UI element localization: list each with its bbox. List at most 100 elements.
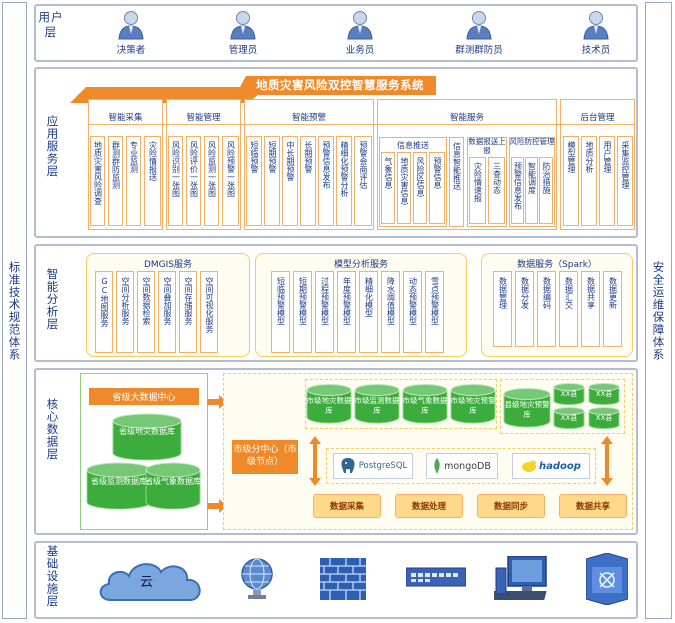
- analysis-item[interactable]: 年度预警模型: [337, 271, 356, 353]
- city-db-label: 市级地灾预警库: [450, 396, 496, 415]
- user-icon: [583, 11, 609, 40]
- app-item[interactable]: 气象信息: [381, 152, 395, 224]
- subgroup-data-exchange-title: 数据报送上报: [468, 137, 506, 155]
- app-item[interactable]: 预警信息发布: [511, 157, 524, 224]
- analysis-item[interactable]: 降水阈值模型: [381, 271, 400, 353]
- analysis-item[interactable]: 空间分析服务: [116, 271, 134, 353]
- county-db-label: XX县: [595, 390, 613, 398]
- app-item[interactable]: 信息智能推送: [449, 137, 464, 227]
- analysis-item[interactable]: 动态预警模型: [403, 271, 422, 353]
- analysis-layer-label: 智能分析层: [45, 268, 60, 331]
- county-db-cylinder[interactable]: [588, 383, 620, 405]
- app-item[interactable]: 风险识别一张图: [168, 136, 183, 226]
- analysis-item[interactable]: 短期预警模型: [293, 271, 312, 353]
- app-item[interactable]: 短期预警: [264, 136, 280, 226]
- app-item[interactable]: 地质分析: [581, 136, 597, 226]
- analysis-item[interactable]: 空间可视化服务: [200, 271, 218, 353]
- analysis-item[interactable]: 数据共享: [581, 271, 600, 347]
- action-data-sync[interactable]: 数据同步: [477, 494, 545, 518]
- app-item[interactable]: 地质灾害风险调查: [90, 136, 105, 226]
- app-title: 地质灾害风险双控智慧服务系统: [256, 78, 424, 92]
- user-icon: [230, 11, 256, 40]
- standards-side-label: 标准技术规范体系: [7, 260, 22, 361]
- app-title-shape: [70, 76, 436, 103]
- county-center-cylinder[interactable]: [503, 388, 551, 428]
- app-item[interactable]: 风险监测一张图: [204, 136, 219, 226]
- left-sync-arrow: [309, 436, 321, 486]
- analysis-item[interactable]: 短临预警模型: [271, 271, 290, 353]
- app-item[interactable]: 中长期预警: [282, 136, 298, 226]
- action-data-share[interactable]: 数据共享: [559, 494, 627, 518]
- user-icon: [347, 11, 373, 40]
- analysis-item[interactable]: 空间叠加服务: [158, 271, 176, 353]
- subgroup-info-push-title: 信息推送: [397, 141, 429, 150]
- tech-row: [326, 448, 596, 484]
- app-item[interactable]: 精细化预警分析: [336, 136, 352, 226]
- app-item[interactable]: 灾险情速报: [469, 157, 486, 224]
- app-item[interactable]: 智能调度: [525, 157, 538, 224]
- app-item[interactable]: 模型管理: [563, 136, 579, 226]
- infra-layer-label: 基础设施层: [45, 545, 60, 608]
- analysis-item[interactable]: 数据编码: [537, 271, 556, 347]
- app-item[interactable]: 长期预警: [300, 136, 316, 226]
- app-item[interactable]: 预警信息: [429, 152, 445, 224]
- province-db-cylinder[interactable]: [112, 413, 182, 461]
- app-item[interactable]: 风险评价一张图: [186, 136, 201, 226]
- app-item[interactable]: 用户管理: [599, 136, 615, 226]
- province-db-cylinder[interactable]: [86, 462, 152, 510]
- action-data-collect[interactable]: 数据采集: [313, 494, 381, 518]
- county-db-cylinder[interactable]: [553, 383, 585, 405]
- user-admin[interactable]: 管理员: [203, 10, 283, 56]
- app-item[interactable]: 灾险情报送: [144, 136, 161, 226]
- user-technician[interactable]: 技术员: [556, 10, 636, 56]
- county-db-label: XX县: [595, 414, 613, 422]
- analysis-item[interactable]: 数据更新: [603, 271, 622, 347]
- analysis-item[interactable]: 雪点预警模型: [425, 271, 444, 353]
- app-item[interactable]: 专业监测: [126, 136, 141, 226]
- analysis-item[interactable]: 数据汇交: [559, 271, 578, 347]
- subgroup-risk-prevent-title: 风险防控管理: [509, 137, 555, 146]
- app-item[interactable]: 群测群防监测: [108, 136, 123, 226]
- action-data-process[interactable]: 数据处理: [395, 494, 463, 518]
- city-db-label: 市级气象数据库: [402, 396, 448, 415]
- app-item[interactable]: 地质灾害信息: [397, 152, 411, 224]
- cloud-icon: [99, 563, 201, 601]
- group-backend-title: 后台管理: [580, 113, 615, 123]
- security-side-label: 安全运维保障体系: [651, 260, 666, 361]
- user-operator[interactable]: 业务员: [320, 10, 400, 56]
- city-db-cylinder[interactable]: [306, 384, 352, 424]
- user-decision-maker[interactable]: 决策者: [91, 10, 171, 56]
- analysis-item[interactable]: 精细化模型: [359, 271, 378, 353]
- app-item[interactable]: 风险区信息: [413, 152, 427, 224]
- county-db-label: XX县: [560, 390, 578, 398]
- city-db-cylinder[interactable]: [354, 384, 400, 424]
- county-db-cylinder[interactable]: [588, 407, 620, 429]
- app-item[interactable]: 三查动态: [488, 157, 505, 224]
- analysis-item[interactable]: 过程预警模型: [315, 271, 334, 353]
- city-db-cylinder[interactable]: [450, 384, 496, 424]
- analysis-item[interactable]: 数据分发: [515, 271, 534, 347]
- province-db-cylinder[interactable]: [145, 462, 201, 510]
- analysis-item[interactable]: 空间存储服务: [179, 271, 197, 353]
- app-item[interactable]: 风险预警一张图: [222, 136, 239, 226]
- postgresql-logo: PostgreSQL: [333, 453, 413, 479]
- app-item[interactable]: 短临预警: [246, 136, 262, 226]
- analysis-item[interactable]: GC地图服务: [95, 271, 113, 353]
- county-db-cylinder[interactable]: [553, 407, 585, 429]
- analysis-item[interactable]: 空间数据检索: [137, 271, 155, 353]
- user-layer-label: 用户层: [38, 10, 64, 40]
- user-label: 决策者: [116, 45, 146, 56]
- app-item[interactable]: 预警会商评估: [354, 136, 372, 226]
- app-item[interactable]: 防治措施: [539, 157, 553, 224]
- group-warn-title: 智能预警: [291, 113, 326, 123]
- user-monitor[interactable]: 群测群防员: [439, 10, 519, 56]
- province-db-label: 省级监测数据库: [91, 477, 147, 486]
- firewall-icon: [320, 558, 366, 600]
- app-item[interactable]: 采集监控管理: [617, 136, 633, 226]
- app-item[interactable]: 预警信息发布: [318, 136, 334, 226]
- user-row: 决策者 管理员 业务员 群测群防员 技术员: [82, 8, 638, 62]
- head-separator: [88, 124, 635, 125]
- city-db-cylinder[interactable]: [402, 384, 448, 424]
- analysis-item[interactable]: 数据管理: [493, 271, 512, 347]
- user-icon: [118, 11, 144, 40]
